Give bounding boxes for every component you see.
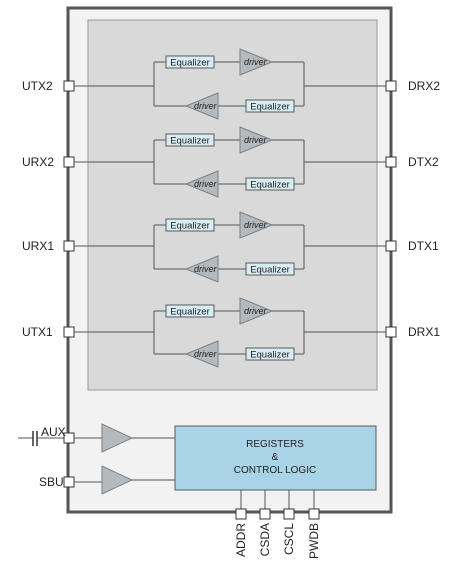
- driver-top-label-4: driver: [244, 306, 268, 316]
- left-pin-label-4: UTX1: [22, 325, 53, 339]
- sbu-label: SBU: [39, 475, 64, 489]
- driver-top-1: [239, 48, 274, 76]
- equalizer-top-label-1: Equalizer: [170, 58, 210, 69]
- left-pin-3: [63, 240, 75, 252]
- bottom-pin-group: ADDR CSDA CSCL PWDB: [234, 490, 321, 559]
- driver-top-3: [239, 211, 274, 239]
- driver-top-2: [239, 126, 274, 154]
- left-pin-label-3: URX1: [22, 239, 54, 253]
- right-pin-4: [385, 326, 397, 338]
- sbu-pin: [63, 476, 75, 488]
- driver-bottom-label-3: driver: [194, 264, 218, 274]
- equalizer-top-label-2: Equalizer: [170, 136, 210, 147]
- driver-top-label-2: driver: [244, 135, 268, 145]
- driver-bottom-1: [184, 92, 219, 120]
- driver-bottom-label-4: driver: [194, 349, 218, 359]
- channel-block: [87, 19, 378, 391]
- sbu-buffer: [101, 465, 134, 495]
- registers-label-line1: REGISTERS: [246, 439, 304, 450]
- bottom-pin-3: [283, 508, 295, 520]
- equalizer-bottom-label-2: Equalizer: [250, 180, 290, 191]
- equalizer-bottom-label-4: Equalizer: [250, 350, 290, 361]
- equalizer-top-label-3: Equalizer: [170, 221, 210, 232]
- aux-buffer: [101, 423, 134, 453]
- right-pin-label-2: DTX2: [408, 155, 439, 169]
- left-pin-4: [63, 326, 75, 338]
- driver-bottom-2: [184, 170, 219, 198]
- right-pin-1: [385, 80, 397, 92]
- driver-top-label-3: driver: [244, 220, 268, 230]
- bottom-pin-1: [235, 508, 247, 520]
- driver-top-label-1: driver: [244, 57, 268, 67]
- right-pin-label-4: DRX1: [408, 325, 440, 339]
- bottom-pin-label-2: CSDA: [258, 523, 272, 556]
- left-pin-2: [63, 156, 75, 168]
- driver-bottom-label-2: driver: [194, 179, 218, 189]
- registers-block: [174, 425, 377, 491]
- aux-label: AUX: [41, 425, 66, 439]
- left-pin-label-1: UTX2: [22, 79, 53, 93]
- driver-bottom-3: [184, 255, 219, 283]
- bottom-pin-label-4: PWDB: [307, 523, 321, 559]
- driver-bottom-label-1: driver: [194, 101, 218, 111]
- driver-bottom-4: [184, 340, 219, 368]
- equalizer-bottom-label-1: Equalizer: [250, 102, 290, 113]
- right-pin-3: [385, 240, 397, 252]
- registers-label-line3: CONTROL LOGIC: [234, 465, 316, 476]
- right-pin-label-1: DRX2: [408, 79, 440, 93]
- registers-label-line2: &: [272, 452, 279, 463]
- bottom-pin-2: [259, 508, 271, 520]
- bottom-pin-label-3: CSCL: [282, 523, 296, 555]
- equalizer-bottom-label-3: Equalizer: [250, 265, 290, 276]
- right-pin-2: [385, 156, 397, 168]
- left-pin-1: [63, 80, 75, 92]
- bottom-pin-label-1: ADDR: [234, 523, 248, 557]
- right-pin-label-3: DTX1: [408, 239, 439, 253]
- bottom-pin-4: [308, 508, 320, 520]
- driver-top-4: [239, 297, 274, 325]
- equalizer-top-label-4: Equalizer: [170, 307, 210, 318]
- left-pin-label-2: URX2: [22, 155, 54, 169]
